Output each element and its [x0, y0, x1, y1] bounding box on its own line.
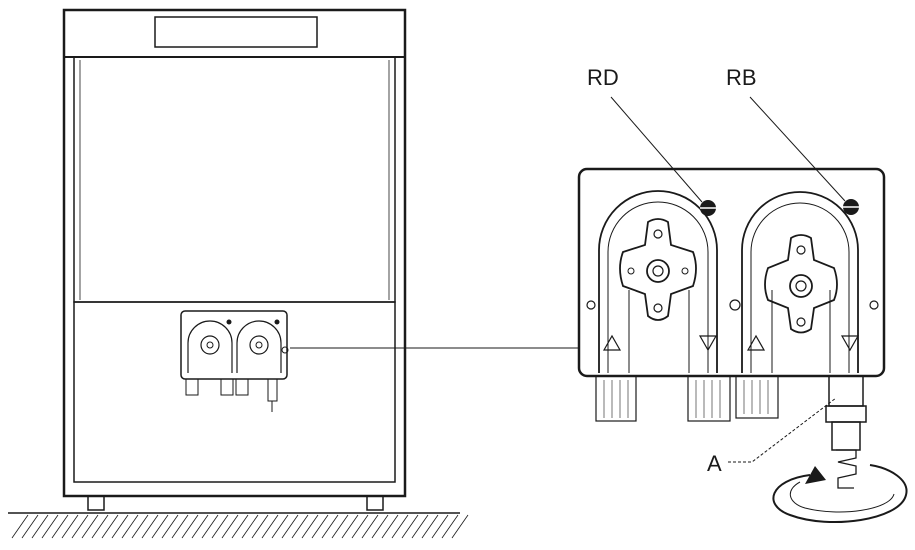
hatch-line — [31, 514, 49, 539]
adjustment-screw-rd — [700, 200, 716, 216]
control-panel-display — [154, 16, 318, 48]
hatch-line — [41, 514, 59, 539]
tube-fitting-3 — [735, 375, 779, 419]
hatch-line — [11, 514, 29, 539]
hatch-line — [281, 514, 299, 539]
delivery-arrow-down — [840, 335, 860, 352]
hatch-line — [161, 514, 179, 539]
hatch-line — [411, 514, 429, 539]
hatch-line — [151, 514, 169, 539]
label-rd: RD — [587, 65, 619, 90]
hatch-line — [441, 514, 459, 539]
pump-unit-small — [180, 310, 289, 412]
pump-housing-rinse-aid — [598, 190, 718, 373]
hatch-line — [81, 514, 99, 539]
hatch-line — [241, 514, 259, 539]
hatch-line — [221, 514, 239, 539]
hatch-line — [301, 514, 319, 539]
hatch-line — [131, 514, 149, 539]
hatch-line — [21, 514, 39, 539]
adjustment-screw-rb — [843, 199, 859, 215]
cabinet-lower-panel — [73, 301, 396, 483]
leader-rd — [610, 96, 703, 203]
hatch-line — [71, 514, 89, 539]
hatch-line — [391, 514, 409, 539]
hatch-line — [191, 514, 209, 539]
hatch-line — [351, 514, 369, 539]
hatch-line — [291, 514, 309, 539]
hatch-line — [311, 514, 329, 539]
hatch-line — [101, 514, 119, 539]
hatch-line — [61, 514, 79, 539]
hatch-line — [401, 514, 419, 539]
hatch-line — [171, 514, 189, 539]
tube-fitting-2 — [687, 375, 731, 422]
suction-arrow-up — [746, 334, 766, 351]
hatch-line — [361, 514, 379, 539]
leader-a — [728, 397, 837, 463]
hatch-line — [431, 514, 449, 539]
hatch-line — [341, 514, 359, 539]
hatch-line — [211, 514, 229, 539]
rotation-arrow-icon — [772, 464, 908, 524]
pump-housing-detergent — [741, 191, 860, 373]
hatch-line — [181, 514, 199, 539]
cabinet-door-upper — [73, 56, 396, 303]
hatch-line — [251, 514, 269, 539]
hatch-line — [271, 514, 289, 539]
hatch-line — [121, 514, 139, 539]
screw-icon — [869, 300, 879, 310]
hatch-line — [111, 514, 129, 539]
floor-hatching — [8, 512, 469, 539]
hatch-line — [141, 514, 159, 539]
tube-fitting-1 — [595, 375, 637, 422]
cabinet-foot-left — [87, 495, 105, 511]
dishwasher-cabinet — [62, 8, 407, 511]
screw-icon — [729, 299, 741, 311]
screw-icon — [586, 300, 596, 310]
leader-rb — [749, 96, 846, 202]
hatch-line — [321, 514, 339, 539]
dosing-pump-enlarged — [577, 167, 886, 489]
hatch-line — [331, 514, 349, 539]
hatch-line — [231, 514, 249, 539]
hatch-line — [451, 514, 469, 539]
connector-a — [825, 375, 867, 489]
label-rb: RB — [726, 65, 757, 90]
hatch-line — [371, 514, 389, 539]
cabinet-foot-right — [366, 495, 384, 511]
hatch-line — [201, 514, 219, 539]
delivery-arrow-down — [698, 335, 718, 352]
hatch-line — [381, 514, 399, 539]
hatch-line — [421, 514, 439, 539]
suction-arrow-up — [602, 334, 622, 351]
hatch-line — [51, 514, 69, 539]
hatch-line — [91, 514, 109, 539]
label-a: A — [707, 451, 722, 476]
hatch-line — [261, 514, 279, 539]
